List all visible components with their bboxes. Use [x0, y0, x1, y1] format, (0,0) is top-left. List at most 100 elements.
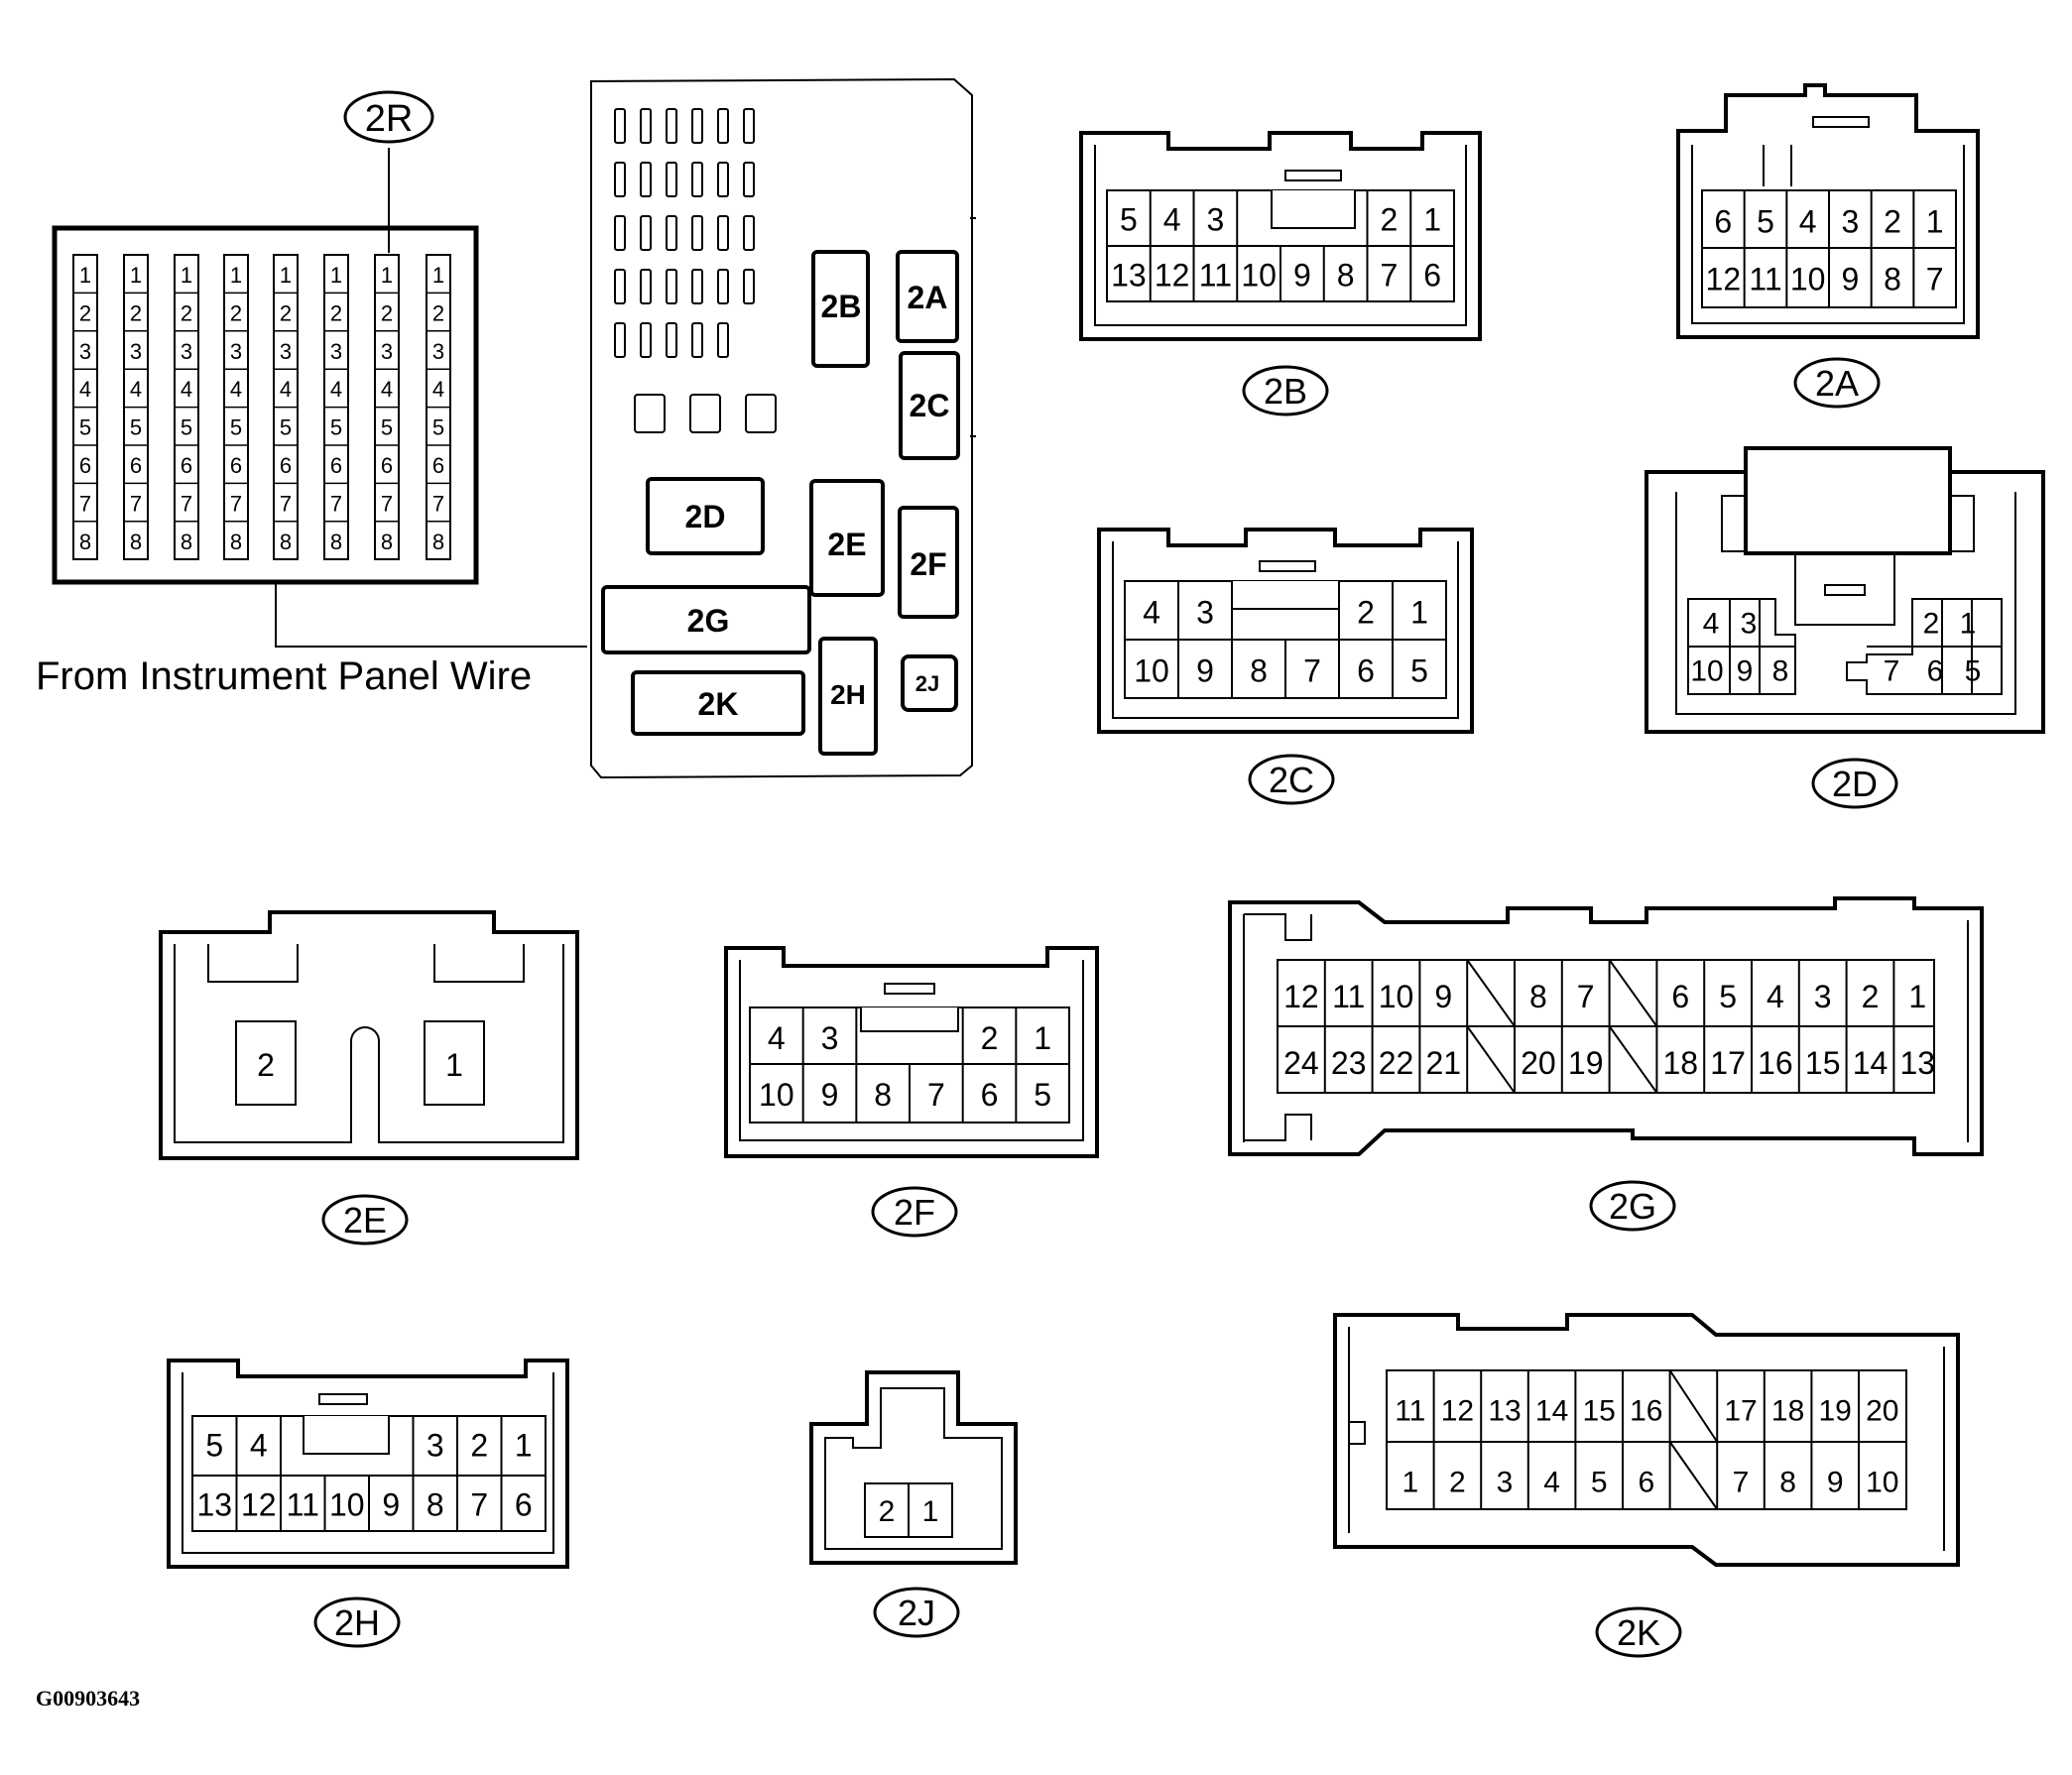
callout-2d-label: 2D — [1832, 764, 1878, 804]
pin-2f-10: 10 — [759, 1077, 794, 1113]
pin-2d-10: 10 — [1690, 655, 1723, 688]
connector-2e: 2 1 — [159, 910, 579, 1160]
pin-2a-8: 8 — [1884, 261, 1901, 296]
pin-2a-3: 3 — [1841, 203, 1859, 239]
pin-2f-8: 8 — [874, 1077, 892, 1113]
pin-2f-9: 9 — [821, 1077, 839, 1113]
pin-2b-8: 8 — [1337, 257, 1355, 293]
pin-2g-17: 17 — [1710, 1045, 1746, 1081]
block-2h-label: 2H — [830, 679, 866, 710]
block-2k — [631, 670, 805, 736]
pin-2e-2: 2 — [257, 1047, 275, 1083]
pin-2c-6: 6 — [1357, 652, 1375, 688]
pin-2r: 7 — [79, 491, 91, 516]
block-2e-label: 2E — [827, 527, 866, 562]
pin-2r: 3 — [280, 339, 292, 364]
pin-2b-12: 12 — [1155, 257, 1190, 293]
pin-2k-18: 18 — [1771, 1394, 1804, 1427]
callout-2c: 2C — [1248, 754, 1335, 805]
pin-2a-10: 10 — [1790, 261, 1826, 296]
pin-2r: 7 — [181, 491, 192, 516]
pin-2c-3: 3 — [1196, 594, 1214, 630]
pin-2r: 8 — [280, 530, 292, 554]
pin-2c-2: 2 — [1357, 594, 1375, 630]
pin-2k-4: 4 — [1543, 1466, 1560, 1498]
pin-2k-19: 19 — [1819, 1394, 1852, 1427]
pin-2r: 2 — [280, 300, 292, 325]
pin-2r: 3 — [181, 339, 192, 364]
pin-2d-6: 6 — [1927, 655, 1944, 688]
pin-2d-5: 5 — [1965, 655, 1982, 688]
callout-2r: 2R — [343, 90, 434, 144]
pin-2r: 7 — [330, 491, 342, 516]
2r-pin-columns: 1234567812345678123456781234567812345678… — [72, 254, 451, 560]
pin-2g-5: 5 — [1719, 979, 1737, 1014]
pin-2k-2: 2 — [1449, 1466, 1466, 1498]
pin-2r: 8 — [381, 530, 393, 554]
block-2h — [818, 637, 878, 756]
pin-2g-21: 21 — [1426, 1045, 1462, 1081]
pin-2g-12: 12 — [1283, 979, 1319, 1014]
pin-2r: 8 — [230, 530, 242, 554]
pin-2b-11: 11 — [1199, 257, 1232, 293]
pin-2r: 6 — [381, 453, 393, 478]
callout-2c-label: 2C — [1269, 760, 1314, 800]
pin-2g-9: 9 — [1434, 979, 1452, 1014]
pin-2h-2: 2 — [470, 1427, 488, 1463]
block-2c — [899, 351, 960, 460]
pin-2j-1: 1 — [922, 1495, 939, 1528]
pin-2r: 5 — [230, 415, 242, 440]
pin-2a-12: 12 — [1706, 261, 1742, 296]
pin-2d-3: 3 — [1741, 608, 1758, 641]
block-2k-label: 2K — [698, 686, 739, 722]
pin-2r: 7 — [230, 491, 242, 516]
callout-2d: 2D — [1811, 758, 1898, 809]
pin-2f-1: 1 — [1034, 1020, 1051, 1056]
pin-2d-2: 2 — [1923, 608, 1940, 641]
pin-2r: 7 — [130, 491, 142, 516]
pin-2a-5: 5 — [1757, 203, 1774, 239]
pin-2r: 5 — [330, 415, 342, 440]
pin-2d-4: 4 — [1703, 608, 1720, 641]
pin-2b-10: 10 — [1241, 257, 1277, 293]
pin-2c-7: 7 — [1303, 652, 1321, 688]
pin-2h-11: 11 — [287, 1486, 319, 1522]
pin-2b-6: 6 — [1423, 257, 1441, 293]
pin-2f-2: 2 — [981, 1020, 999, 1056]
callout-2e-label: 2E — [343, 1200, 387, 1241]
pin-2a-4: 4 — [1799, 203, 1817, 239]
pin-2r: 2 — [432, 300, 444, 325]
callout-2g-label: 2G — [1609, 1186, 1656, 1227]
pin-2r: 6 — [130, 453, 142, 478]
pin-2r: 1 — [79, 263, 91, 288]
pin-2j-2: 2 — [879, 1495, 896, 1528]
connector-2r: 1234567812345678123456781234567812345678… — [52, 148, 587, 648]
pin-2g-14: 14 — [1853, 1045, 1889, 1081]
connector-2j: 2 1 — [809, 1370, 1018, 1565]
pin-2r: 8 — [330, 530, 342, 554]
callout-2h-label: 2H — [334, 1602, 380, 1643]
junction-block: 2B 2A 2C 2D 2E 2F 2G 2K 2H 2J — [590, 77, 976, 779]
pin-2k-1: 1 — [1402, 1466, 1418, 1498]
pin-2k-11: 11 — [1395, 1394, 1425, 1427]
pin-2r: 3 — [432, 339, 444, 364]
pin-2r: 3 — [230, 339, 242, 364]
pin-2f-5: 5 — [1034, 1077, 1051, 1113]
pin-2r: 1 — [280, 263, 292, 288]
callout-2a-label: 2A — [1815, 363, 1859, 404]
pin-2r: 3 — [330, 339, 342, 364]
pin-2h-5: 5 — [205, 1427, 223, 1463]
pin-2g-16: 16 — [1758, 1045, 1793, 1081]
pin-2h-7: 7 — [470, 1486, 488, 1522]
block-2j — [901, 654, 958, 712]
pin-2r: 5 — [280, 415, 292, 440]
pin-2h-10: 10 — [329, 1486, 365, 1522]
pin-2b-5: 5 — [1120, 201, 1138, 237]
pin-2k-14: 14 — [1535, 1394, 1568, 1427]
callout-2g: 2G — [1589, 1180, 1676, 1232]
